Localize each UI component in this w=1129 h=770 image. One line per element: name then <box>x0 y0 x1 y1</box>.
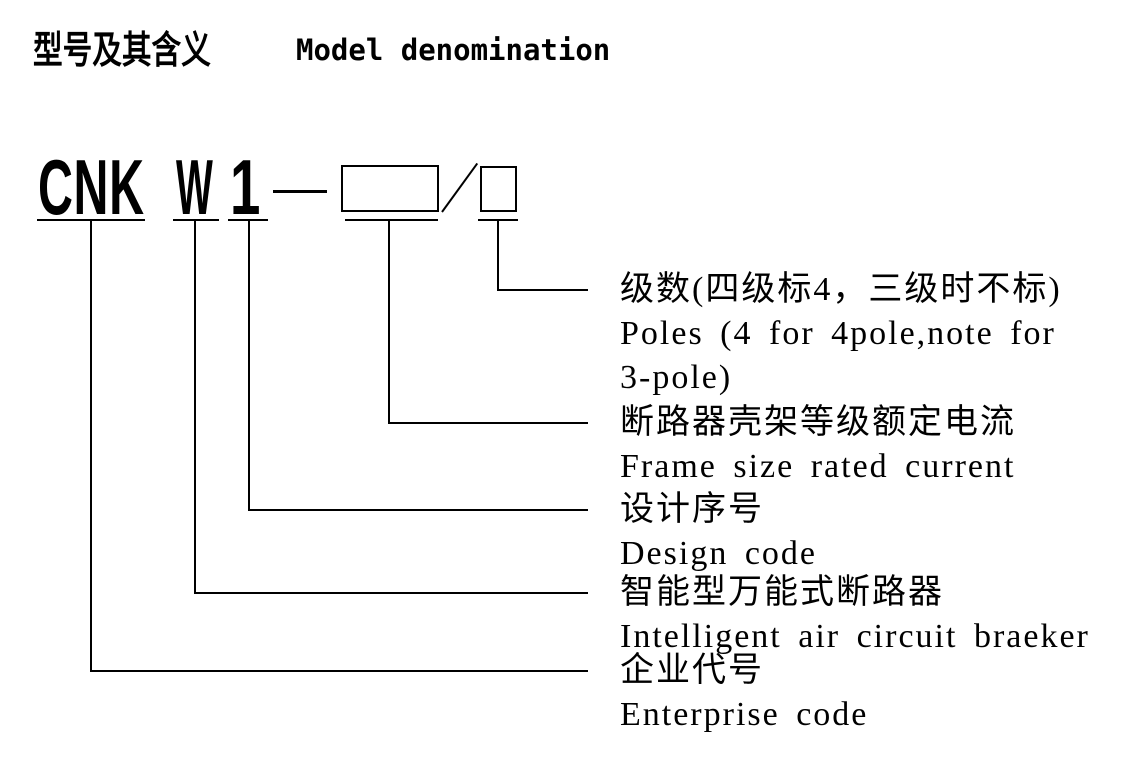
label-frame-current-zh: 断路器壳架等级额定电流 <box>620 404 1016 441</box>
leader-horizontal-poles <box>497 289 588 291</box>
leader-vertical-frame <box>388 219 390 424</box>
label-poles-zh: 级数(四级标4，三级时不标) <box>620 271 1062 308</box>
label-frame-current-en: Frame size rated current <box>620 448 1016 485</box>
label-design-code-en: Design code <box>620 535 818 572</box>
leader-horizontal-enterprise <box>90 670 588 672</box>
leader-horizontal-breaker <box>194 592 588 594</box>
poles-placeholder-box <box>480 166 517 212</box>
model-code-type: W <box>176 143 214 231</box>
underline-frame-box <box>345 219 438 221</box>
label-breaker-type-zh: 智能型万能式断路器 <box>620 574 944 611</box>
leader-vertical-enterprise <box>90 219 92 672</box>
label-enterprise-code-en: Enterprise code <box>620 696 869 733</box>
underline-type <box>173 219 219 221</box>
dash-connector-icon <box>273 190 327 193</box>
leader-vertical-poles <box>497 219 499 291</box>
model-code-enterprise: CNK <box>38 143 145 231</box>
label-breaker-type-en: Intelligent air circuit braeker <box>620 618 1090 655</box>
label-poles-en-1: Poles (4 for 4pole,note for <box>620 315 1056 352</box>
page-title-chinese: 型号及其含义 <box>33 30 211 72</box>
leader-vertical-design <box>248 219 250 511</box>
label-frame-current: 断路器壳架等级额定电流 Frame size rated current <box>620 401 1016 489</box>
label-breaker-type: 智能型万能式断路器 Intelligent air circuit braeke… <box>620 571 1090 659</box>
label-poles-en-2: 3-pole) <box>620 359 733 396</box>
label-design-code: 设计序号 Design code <box>620 488 817 576</box>
label-design-code-zh: 设计序号 <box>620 491 764 528</box>
model-code-design: 1 <box>230 143 262 231</box>
label-enterprise-code: 企业代号 Enterprise code <box>620 649 868 737</box>
leader-horizontal-frame <box>388 422 588 424</box>
label-enterprise-code-zh: 企业代号 <box>620 652 764 689</box>
pole-slash-icon <box>441 162 479 213</box>
leader-vertical-type <box>194 219 196 594</box>
page-title-english: Model denomination <box>296 33 611 67</box>
frame-current-placeholder-box <box>341 165 439 212</box>
leader-horizontal-design <box>248 509 588 511</box>
label-poles: 级数(四级标4，三级时不标) Poles (4 for 4pole,note f… <box>620 268 1062 400</box>
